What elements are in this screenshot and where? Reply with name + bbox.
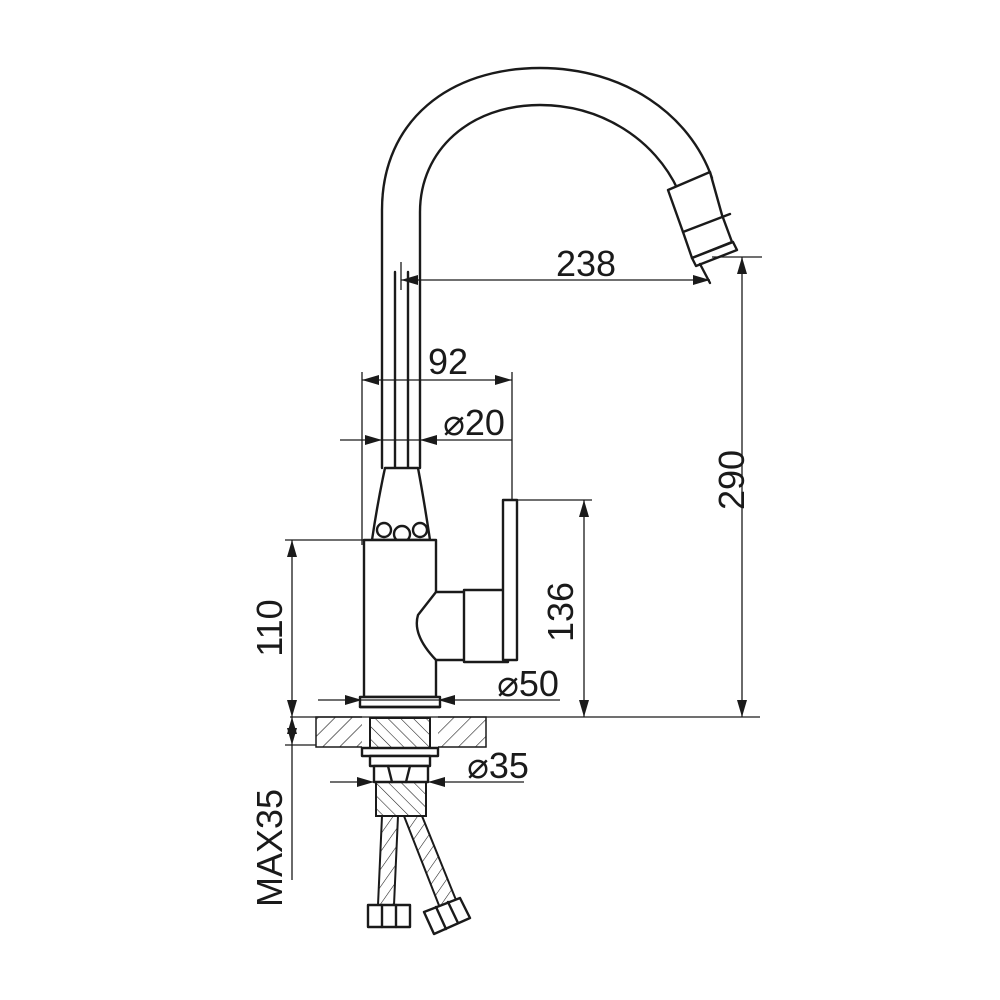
dimension-max-counter: MAX35 [249,717,316,907]
dimension-spout-reach: 238 [400,243,710,290]
label-total-height: 290 [711,450,752,510]
aerator [666,170,739,285]
dimension-spout-diameter: ⌀20 [340,402,512,445]
dimension-handle-height: 136 [512,499,592,717]
label-body-width: 92 [428,341,468,382]
lever-handle [415,498,519,664]
dimension-total-height: 290 [711,256,762,717]
spout [380,66,714,470]
label-base-diameter: ⌀50 [497,663,559,704]
dimension-shank-diameter: ⌀35 [330,745,529,787]
label-handle-height: 136 [540,582,581,642]
label-shank-diameter: ⌀35 [467,745,529,786]
dimension-base-diameter: ⌀50 [318,663,560,705]
dimension-body-height: 110 [249,539,364,717]
label-max-counter: MAX35 [249,789,290,907]
mounting-shank [360,717,440,817]
faucet-body [358,538,442,709]
supply-hoses [366,815,472,936]
dimension-body-width: 92 [361,341,513,545]
spout-collar [370,466,432,544]
label-body-height: 110 [249,599,290,656]
label-spout-reach: 238 [556,243,616,284]
label-spout-diameter: ⌀20 [443,402,505,443]
